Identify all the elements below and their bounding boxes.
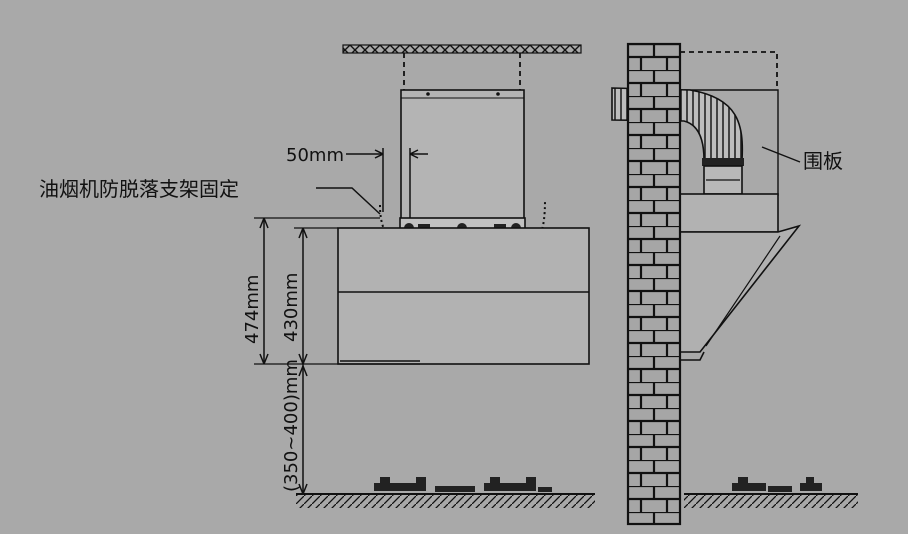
- mounting-panel: [400, 89, 525, 223]
- panel-outline: [684, 89, 779, 196]
- hood-top-block: [679, 193, 779, 233]
- stove-right: [732, 477, 822, 492]
- panel-label: 围板: [803, 149, 843, 173]
- dim-430-label: 430mm: [281, 273, 302, 342]
- dim-range-label: (350~400)mm: [281, 359, 302, 492]
- countertop-left: [296, 494, 595, 508]
- ceiling-strip: [342, 44, 582, 54]
- chimney-dashed-outline: [680, 51, 778, 90]
- chimney-dashed-outline: [403, 53, 521, 90]
- hood-angled-panel: [679, 224, 802, 353]
- gap-50mm-label: 50mm: [286, 145, 344, 166]
- countertop-right: [684, 494, 858, 508]
- bracket-note-label: 油烟机防脱落支架固定: [39, 177, 239, 201]
- brick-wall: [626, 42, 682, 526]
- right-hood-group: 围板: [611, 42, 858, 526]
- hood-body: [337, 227, 590, 365]
- left-hood-group: 50mm 油烟机防脱落支架固定 474mm 430mm (350~400)mm: [39, 44, 595, 508]
- stove-left: [374, 477, 552, 492]
- dim-474-label: 474mm: [242, 275, 263, 344]
